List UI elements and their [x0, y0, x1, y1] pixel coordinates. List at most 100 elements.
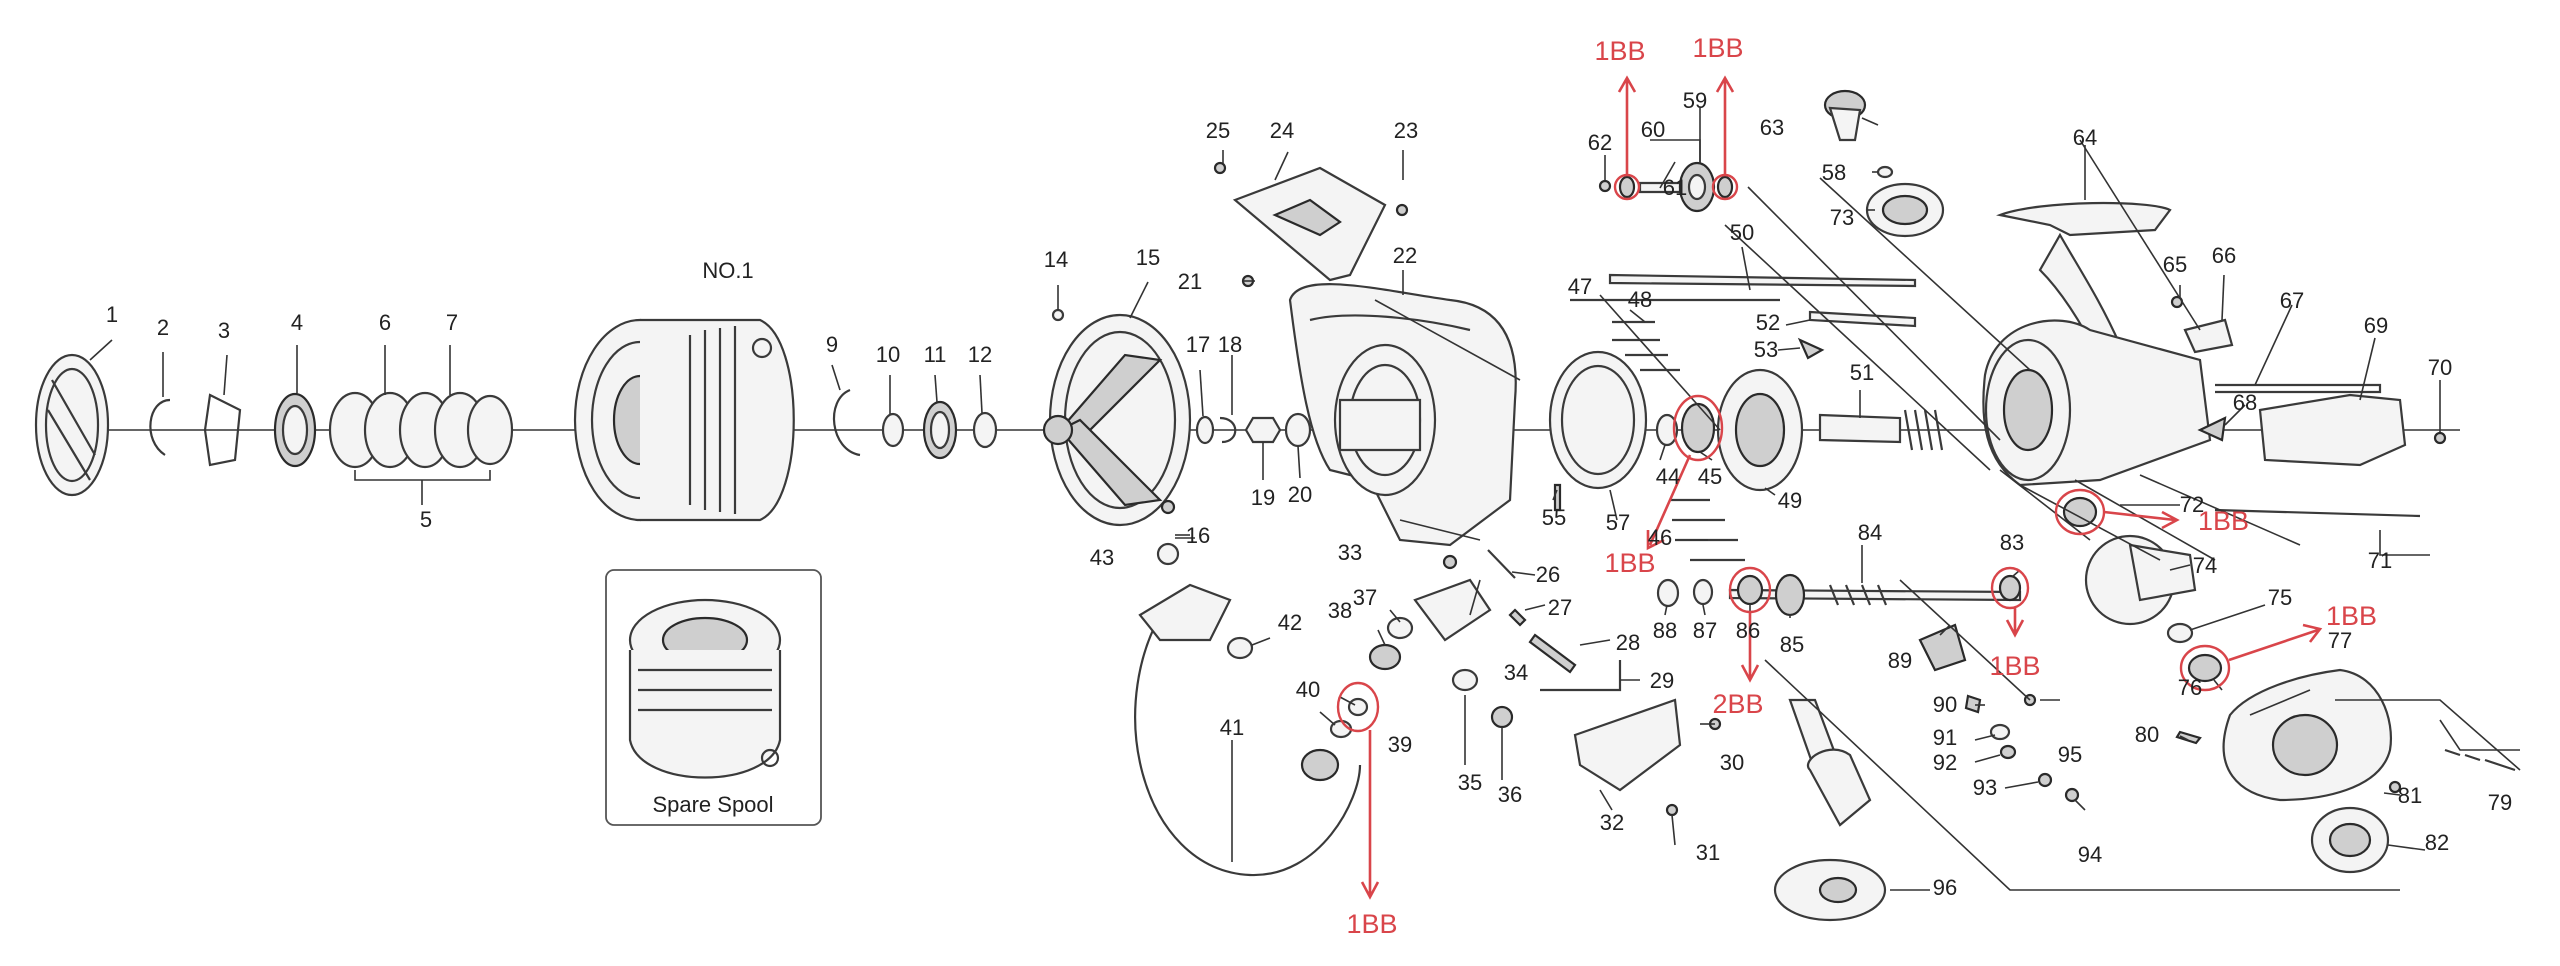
part-28-spring [1528, 633, 1577, 674]
bearing-label-2: 1BB [1692, 33, 1743, 63]
part-number-29: 29 [1650, 668, 1674, 693]
part-number-19: 19 [1251, 485, 1275, 510]
part-92-part [1999, 744, 2017, 760]
part-6-7-drag-washers [328, 391, 514, 469]
part-63-handle-knob [1823, 89, 1867, 142]
part-25-screw [1213, 161, 1227, 175]
part-26-spring [1487, 549, 1516, 579]
part-number-7: 7 [446, 310, 458, 335]
part-62-screw [1598, 179, 1612, 193]
part-16-screw [1160, 499, 1176, 515]
part-number-23: 23 [1394, 118, 1418, 143]
part-94-screw [2064, 787, 2080, 803]
part-number-55: 55 [1542, 505, 1566, 530]
part-number-83: 83 [2000, 530, 2024, 555]
part-number-32: 32 [1600, 810, 1624, 835]
part-number-73: 73 [1830, 205, 1854, 230]
part-number-22: 22 [1393, 243, 1417, 268]
part-43-screw [1156, 542, 1180, 566]
part-15-rotor [1042, 313, 1192, 527]
part-number-45: 45 [1698, 464, 1722, 489]
part-number-81: 81 [2398, 783, 2422, 808]
part-22-rotor-housing [1288, 283, 1517, 547]
part-14-screw [1051, 308, 1065, 322]
part-number-15: 15 [1136, 245, 1160, 270]
part-93-screw [2037, 772, 2053, 788]
part-number-18: 18 [1218, 332, 1242, 357]
part-52-shaft [1808, 310, 1917, 328]
part-19-nut [1244, 416, 1282, 444]
part-number-86: 86 [1736, 618, 1760, 643]
part-number-20: 20 [1288, 482, 1312, 507]
part-number-90: 90 [1933, 692, 1957, 717]
part-number-75: 75 [2268, 585, 2292, 610]
part-number-57: 57 [1606, 510, 1630, 535]
part-9-clip [832, 388, 861, 457]
part-1-drag-knob [34, 353, 110, 497]
part-number-36: 36 [1498, 782, 1522, 807]
part-87-washer [1692, 578, 1714, 606]
part-91-washer [1989, 723, 2011, 741]
part-80-screw [2175, 730, 2202, 745]
part-number-61: 61 [1663, 175, 1687, 200]
part-number-1: 1 [106, 302, 118, 327]
part-57-ring [1548, 350, 1648, 490]
part-31-screw [1665, 803, 1679, 817]
part-number-14: 14 [1044, 247, 1068, 272]
part-39-bearing [1347, 697, 1369, 717]
part-96-handle [1773, 698, 1887, 922]
part-number-67: 67 [2280, 288, 2304, 313]
part-38-roller [1368, 643, 1402, 671]
part-number-46: 46 [1648, 525, 1672, 550]
bearing-label-5: 1BB [1989, 651, 2040, 681]
part-37-washer [1386, 616, 1414, 640]
part-number-58: 58 [1822, 160, 1846, 185]
part-number-64: 64 [2073, 125, 2097, 150]
part-number-5: 5 [420, 507, 432, 532]
part-72-bearing [2062, 496, 2098, 528]
part-number-48: 48 [1628, 287, 1652, 312]
part-74-cap [2084, 534, 2197, 626]
bearing-label-3: 1BB [1604, 548, 1655, 578]
part-number-2: 2 [157, 315, 169, 340]
part-number-89: 89 [1888, 648, 1912, 673]
part-82-cap [2310, 806, 2390, 874]
part-number-37: 37 [1353, 585, 1377, 610]
part-number-53: 53 [1754, 337, 1778, 362]
part-number-24: 24 [1270, 118, 1294, 143]
part-66-part [2183, 318, 2234, 354]
part-81-screw [2388, 780, 2402, 794]
part-number-70: 70 [2428, 355, 2452, 380]
part-40-roller [1300, 748, 1340, 782]
part-number-12: 12 [968, 342, 992, 367]
part-61-bearing-left [1618, 175, 1636, 199]
part-53-screw [1797, 337, 1825, 360]
part-41-bail-wire [1134, 599, 1362, 877]
part-number-44: 44 [1656, 464, 1680, 489]
part-64-reel-body [1982, 201, 2212, 487]
part-83-bearing [1998, 574, 2022, 602]
part-number-59: 59 [1683, 88, 1707, 113]
part-number-21: 21 [1178, 269, 1202, 294]
part-71-shaft [2214, 508, 2421, 518]
bracket-5 [354, 470, 491, 505]
part-number-77: 77 [2328, 628, 2352, 653]
part-86-bearing [1736, 574, 1764, 606]
part-number-95: 95 [2058, 742, 2082, 767]
part-24-cover-detail [1272, 198, 1342, 237]
part-2-clip [149, 398, 171, 456]
part-number-42: 42 [1278, 610, 1302, 635]
part-number-65: 65 [2163, 252, 2187, 277]
part-number-82: 82 [2425, 830, 2449, 855]
part-41-bail-arm [1138, 583, 1232, 642]
part-4-bearing-ring [273, 392, 317, 468]
part-44-washer [1655, 413, 1679, 447]
part-18-spring [1219, 416, 1237, 444]
part-12-washer [972, 411, 998, 449]
part-58-washer [1876, 165, 1894, 179]
part-number-63: 63 [1760, 115, 1784, 140]
part-number-51: 51 [1850, 360, 1874, 385]
spool-title: NO.1 [702, 258, 753, 283]
part-number-76: 76 [2178, 675, 2202, 700]
